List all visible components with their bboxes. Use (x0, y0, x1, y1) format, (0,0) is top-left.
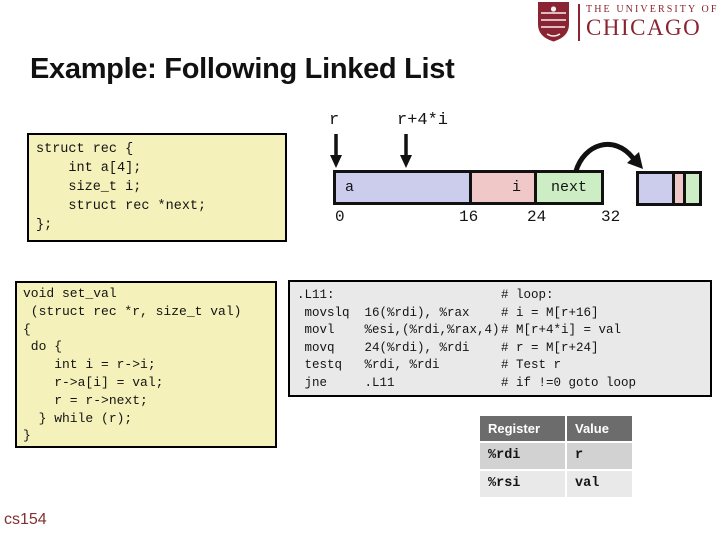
register-value-table: Register Value %rdi r %rsi val (480, 416, 632, 499)
course-label: cs154 (4, 511, 47, 528)
logo-chicago-line: CHICAGO (586, 15, 702, 40)
next-record-a-cell (639, 174, 675, 203)
asm-line: jne .L11 # if !=0 goto loop (297, 375, 703, 393)
c-code-box: void set_val (struct rec *r, size_t val)… (15, 281, 277, 448)
offset-32: 32 (601, 208, 621, 226)
pointer-arrow-r-plus-4i (400, 134, 412, 168)
asm-instruction: movl %esi,(%rdi,%rax,4) (297, 323, 500, 337)
c-code: void set_val (struct rec *r, size_t val)… (23, 286, 242, 444)
field-next-cell: next (537, 173, 601, 202)
table-row: %rdi r (480, 443, 632, 469)
asm-comment: # if !=0 goto loop (501, 375, 637, 390)
offset-24: 24 (527, 208, 547, 226)
field-next-label: next (550, 179, 587, 196)
value-val-cell: val (567, 471, 632, 497)
next-pointer-arrow (573, 141, 643, 172)
value-column-header: Value (567, 416, 632, 441)
asm-comment: # i = M[r+16] (501, 305, 599, 320)
register-rsi-cell: %rsi (480, 471, 565, 497)
asm-line: testq %rdi, %rdi # Test r (297, 357, 703, 375)
table-row: %rsi val (480, 471, 632, 497)
record-memory-box: a i next (333, 170, 604, 205)
asm-instruction: .L11: (297, 288, 335, 302)
asm-comment: # M[r+4*i] = val (501, 323, 622, 337)
field-a-label: a (345, 179, 355, 196)
offset-16: 16 (459, 208, 479, 226)
logo-text: THE UNIVERSITY OF CHICAGO (586, 4, 720, 41)
pointer-label-r: r (329, 111, 340, 130)
field-a-cell: a (336, 173, 472, 202)
asm-instruction: testq %rdi, %rdi (297, 358, 440, 372)
asm-line: .L11: # loop: (297, 287, 703, 305)
assembly-code-box: .L11: # loop: movslq 16(%rdi), %rax # i … (288, 280, 712, 397)
next-record-i-cell (675, 174, 686, 203)
register-rdi-cell: %rdi (480, 443, 565, 469)
next-record-memory-box (636, 171, 702, 206)
university-crest-icon (538, 2, 569, 42)
table-header-row: Register Value (480, 416, 632, 441)
field-i-label: i (511, 179, 521, 196)
asm-comment: # loop: (501, 288, 554, 302)
register-column-header: Register (480, 416, 565, 441)
logo-divider (578, 4, 580, 41)
asm-line: movl %esi,(%rdi,%rax,4) # M[r+4*i] = val (297, 322, 703, 340)
field-i-cell: i (472, 173, 537, 202)
offset-0: 0 (335, 208, 345, 226)
struct-code-box: struct rec { int a[4]; size_t i; struct … (27, 133, 287, 242)
slide-title: Example: Following Linked List (30, 53, 455, 85)
struct-code: struct rec { int a[4]; size_t i; struct … (36, 142, 207, 233)
next-record-next-cell (686, 174, 699, 203)
asm-instruction: movq 24(%rdi), %rdi (297, 340, 470, 355)
pointer-label-r-plus-4i: r+4*i (397, 111, 449, 130)
asm-comment: # Test r (501, 358, 562, 372)
university-logo: THE UNIVERSITY OF CHICAGO (537, 1, 716, 42)
asm-line: movq 24(%rdi), %rdi # r = M[r+24] (297, 340, 703, 358)
logo-university-line: THE UNIVERSITY OF (586, 4, 719, 15)
value-r-cell: r (567, 443, 632, 469)
pointer-arrow-r (330, 134, 342, 168)
asm-instruction: jne .L11 (297, 375, 395, 390)
asm-instruction: movslq 16(%rdi), %rax (297, 305, 470, 320)
asm-comment: # r = M[r+24] (501, 340, 599, 355)
asm-line: movslq 16(%rdi), %rax # i = M[r+16] (297, 305, 703, 323)
